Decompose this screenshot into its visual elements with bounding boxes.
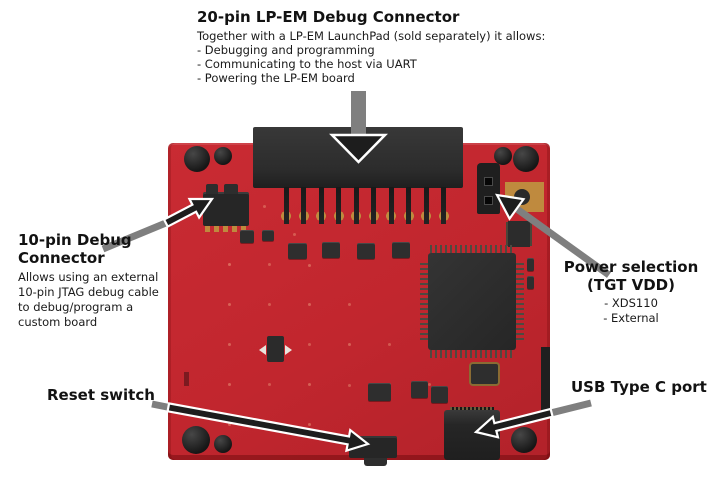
qfp-leads-right — [516, 263, 524, 341]
jumper-hole — [484, 177, 493, 186]
power-selection-jumper — [477, 163, 500, 214]
lp-em-pin — [316, 187, 326, 224]
screw-bottom-left — [182, 426, 210, 454]
callout-bullet: - Powering the LP-EM board — [197, 71, 355, 85]
callout-bullet: - Debugging and programming — [197, 43, 375, 57]
debug-10pin-tooth — [224, 184, 238, 194]
via-dots — [168, 143, 171, 146]
lp-em-20pin-connector — [253, 127, 463, 188]
qfp-chip — [428, 253, 516, 350]
debug-10pin-tooth — [206, 184, 218, 194]
qfp-leads-bottom — [430, 350, 514, 358]
center-mark — [259, 345, 266, 355]
edge-component — [541, 347, 550, 414]
lp-em-pin — [281, 187, 291, 224]
small-ic — [431, 386, 448, 403]
edge-mark — [184, 372, 189, 386]
screw-top-right — [513, 146, 539, 172]
callout-title: 20-pin LP-EM Debug Connector — [197, 8, 460, 26]
passive-component — [527, 258, 534, 271]
reset-switch — [349, 436, 397, 458]
qfp-leads-top — [430, 245, 514, 253]
lp-em-pin — [333, 187, 344, 224]
callout-lp-em-connector: 20-pin LP-EM Debug Connector Together wi… — [197, 8, 577, 85]
debug-10pin-pads — [205, 226, 247, 232]
center-mark — [285, 345, 292, 355]
small-ic — [288, 243, 307, 259]
lp-em-pin — [368, 187, 379, 224]
callout-power-selection: Power selection (TGT VDD) - XDS110 - Ext… — [556, 258, 706, 326]
small-ic — [411, 381, 428, 398]
lp-em-pin — [351, 187, 361, 224]
lp-em-pin — [298, 187, 309, 224]
lp-em-pin — [421, 187, 431, 224]
small-ic — [392, 242, 410, 258]
callout-bullet: - Communicating to the host via UART — [197, 57, 417, 71]
lp-em-pin-row — [281, 187, 449, 224]
small-ic — [322, 242, 340, 258]
screw-bottom-right — [511, 427, 537, 453]
center-component — [267, 336, 284, 362]
callout-intro: Together with a LP-EM LaunchPad (sold se… — [197, 29, 546, 43]
callout-title: Power selection (TGT VDD) — [563, 258, 699, 294]
small-ic — [368, 383, 391, 401]
gold-pad-hole — [514, 189, 530, 205]
passive-component — [527, 276, 534, 289]
small-ic — [262, 230, 274, 241]
small-ic — [508, 221, 530, 247]
lp-em-pin — [438, 187, 449, 224]
callout-usb-type-c: USB Type C port — [571, 378, 707, 396]
callout-options: - XDS110 - External — [603, 296, 659, 325]
screw-top-right-small — [494, 147, 512, 165]
lp-em-pin — [403, 187, 414, 224]
callout-10pin-connector: 10-pin Debug Connector Allows using an e… — [18, 231, 188, 330]
debug-10pin-connector — [203, 192, 249, 226]
screw-top-left — [184, 146, 210, 172]
small-ic — [471, 364, 498, 384]
jumper-hole — [484, 196, 493, 205]
lp-em-pin — [386, 187, 396, 224]
callout-title: 10-pin Debug Connector — [18, 231, 132, 267]
callout-description: Allows using an external 10-pin JTAG deb… — [18, 270, 159, 329]
callout-reset-switch: Reset switch — [47, 386, 155, 404]
small-ic — [357, 243, 375, 259]
usb-type-c-port — [444, 410, 500, 460]
small-ic — [240, 230, 254, 243]
qfp-leads-left — [420, 263, 428, 341]
screw-top-left-small — [214, 147, 232, 165]
screw-bottom-left-small — [214, 435, 232, 453]
reset-switch-tab — [364, 458, 387, 466]
